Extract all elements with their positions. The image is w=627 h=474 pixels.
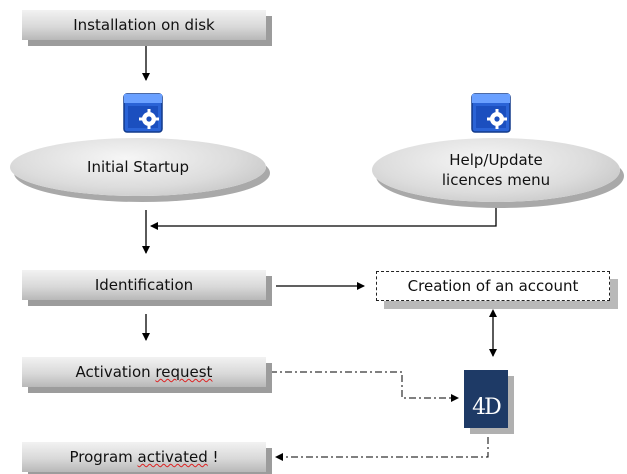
arrow-help-to-join [150, 206, 497, 230]
initial-startup-label: Initial Startup [87, 158, 189, 176]
activation-request-step: Activation request [22, 357, 266, 387]
program-activated-step: Program activated ! [22, 442, 266, 472]
arrow-4d-to-activated [275, 437, 489, 461]
program-activated-prefix: Program [69, 448, 138, 466]
program-activated-suffix: ! [207, 448, 219, 466]
identification-label: Identification [94, 276, 194, 294]
4d-logo-text: 4D [472, 395, 502, 420]
account-creation-step: Creation of an account [376, 271, 610, 301]
activation-request-prefix: Activation [75, 363, 156, 381]
help-update-label: Help/Update licences menu [442, 150, 550, 190]
app-settings-icon [123, 93, 163, 133]
help-update-label-line2: licences menu [441, 171, 551, 189]
installation-step: Installation on disk [22, 10, 266, 40]
arrow-activation-to-4d [270, 371, 459, 402]
initial-startup-step: Initial Startup [10, 138, 266, 196]
program-activated-label: Program activated ! [69, 448, 218, 466]
activation-request-squiggle: request [155, 363, 213, 381]
app-settings-icon [471, 93, 511, 133]
help-update-label-line1: Help/Update [449, 151, 543, 169]
installation-label: Installation on disk [73, 16, 215, 34]
identification-step: Identification [22, 270, 266, 300]
activation-request-label: Activation request [76, 363, 213, 381]
program-activated-squiggle: activated [137, 448, 208, 466]
help-update-step: Help/Update licences menu [372, 138, 620, 202]
4d-logo: 4D [464, 370, 508, 428]
account-creation-label: Creation of an account [407, 277, 579, 295]
